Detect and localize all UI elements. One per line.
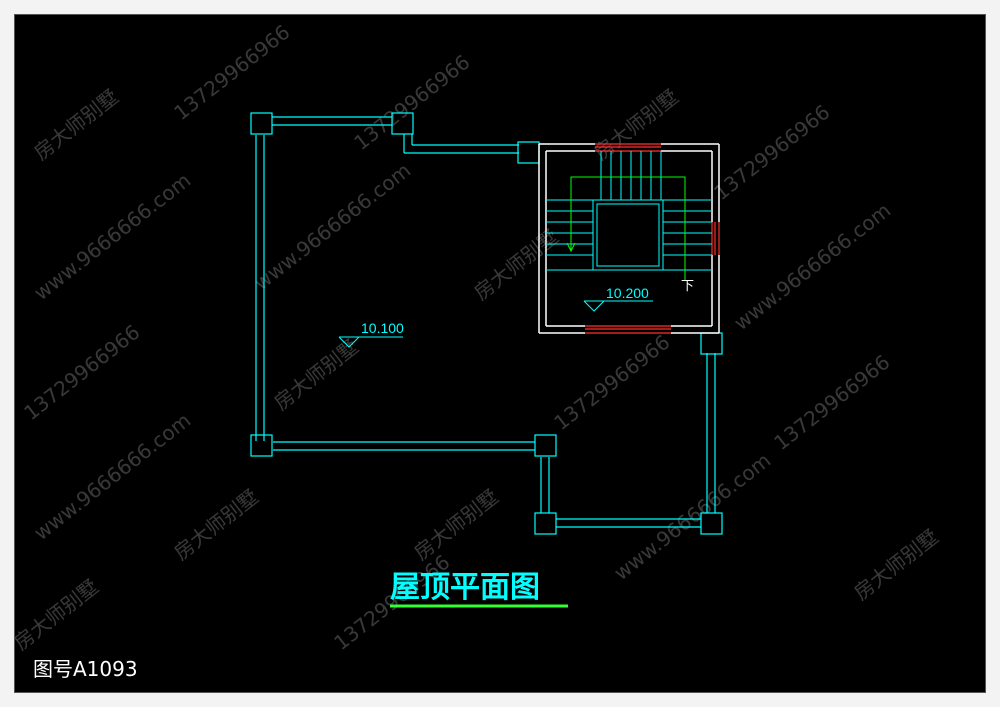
stair-enclosure <box>538 143 720 334</box>
watermark-text: 房大师别墅 <box>29 84 123 164</box>
cad-canvas: 房大师别墅 13729966966 13729966966 房大师别墅 1372… <box>14 14 986 693</box>
watermark-phone: 13729966966 <box>709 100 834 205</box>
column <box>700 512 723 535</box>
window-right <box>711 222 720 255</box>
column <box>700 332 723 355</box>
windows <box>585 143 720 334</box>
column <box>250 434 273 457</box>
watermark-url: www.9666666.com <box>29 168 195 305</box>
structural-columns <box>250 112 723 535</box>
drawing-number: 图号A1093 <box>33 657 138 681</box>
elevation-marker-roof: 10.100 <box>338 320 404 348</box>
column <box>391 112 414 135</box>
watermark-text: 房大师别墅 <box>469 224 563 304</box>
elevation-marker-stair: 10.200 <box>583 285 653 312</box>
watermark-layer: 房大师别墅 13729966966 13729966966 房大师别墅 1372… <box>15 20 943 655</box>
watermark-url: www.9666666.com <box>249 158 415 295</box>
stair-down-label: 下 <box>681 278 694 293</box>
watermark-text: 房大师别墅 <box>169 484 263 564</box>
elevation-roof-value: 10.100 <box>361 320 404 336</box>
column <box>534 434 557 457</box>
watermark-url: www.9666666.com <box>729 198 895 335</box>
roof-parapet-walls <box>255 116 716 528</box>
column <box>517 141 540 164</box>
watermark-text: 房大师别墅 <box>589 84 683 164</box>
watermark-text: 房大师别墅 <box>409 484 503 564</box>
watermark-phone: 13729966966 <box>549 330 674 435</box>
stair-well <box>592 199 664 271</box>
watermark-phone: 13729966966 <box>769 350 894 455</box>
window-bottom <box>585 325 671 334</box>
watermark-url: www.9666666.com <box>29 408 195 545</box>
window-top <box>595 143 661 152</box>
stair-direction-arrow <box>566 176 686 281</box>
staircase <box>546 151 712 271</box>
watermark-text: 房大师别墅 <box>15 574 103 654</box>
watermark-phone: 13729966966 <box>169 20 294 125</box>
watermark-url: www.9666666.com <box>609 448 775 585</box>
watermark-text: 房大师别墅 <box>849 524 943 604</box>
watermark-phone: 13729966966 <box>19 320 144 425</box>
column <box>534 512 557 535</box>
drawing-title: 屋顶平面图 <box>390 570 540 605</box>
elevation-stair-value: 10.200 <box>606 285 649 301</box>
column <box>250 112 273 135</box>
floor-plan: 房大师别墅 13729966966 13729966966 房大师别墅 1372… <box>15 20 943 681</box>
